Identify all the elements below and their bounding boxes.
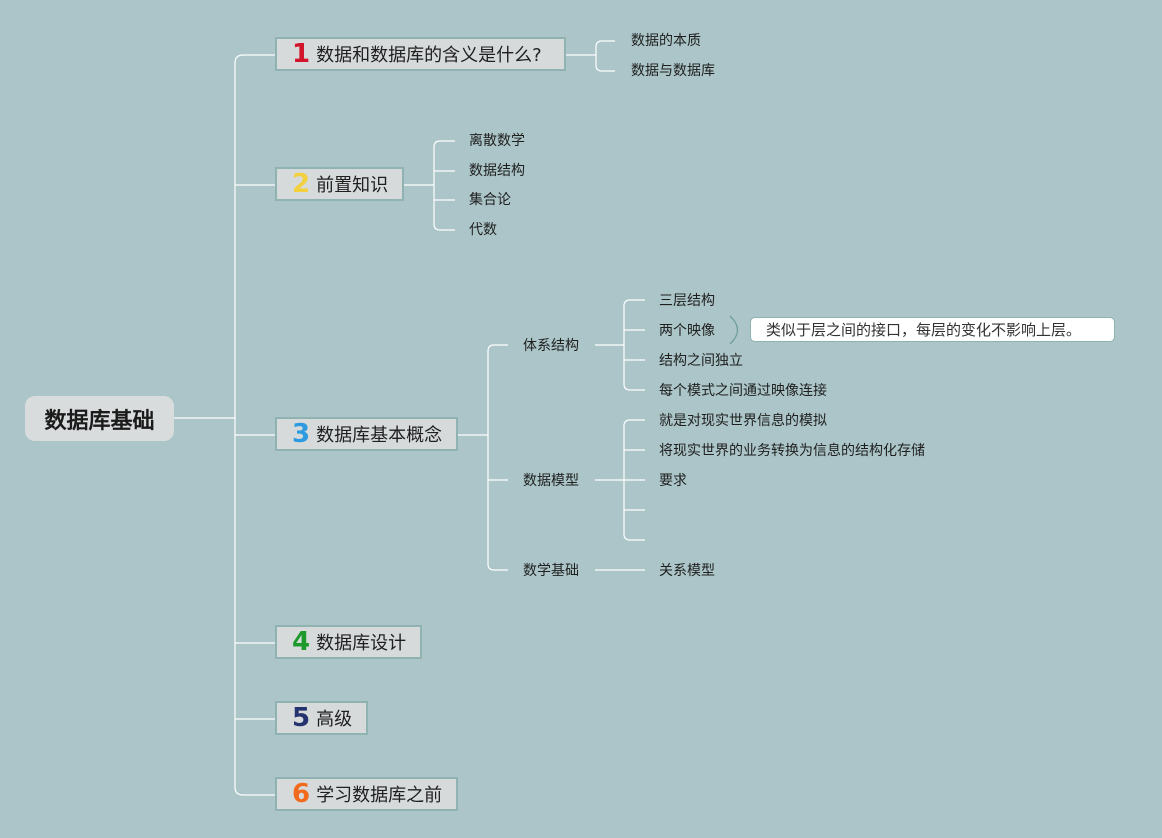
topic-3[interactable]: 3 数据库基本概念 <box>275 417 458 451</box>
architecture-child-2[interactable]: 两个映像 <box>659 323 715 339</box>
mapping-note[interactable]: 类似于层之间的接口，每层的变化不影响上层。 <box>750 317 1115 342</box>
architecture-child-1[interactable]: 三层结构 <box>659 293 715 309</box>
number-2-icon: 2 <box>292 169 311 199</box>
root-topic[interactable]: 数据库基础 <box>25 396 174 441</box>
number-4-icon: 4 <box>292 627 311 657</box>
topic-2-child-2[interactable]: 数据结构 <box>469 163 525 179</box>
subtopic-architecture[interactable]: 体系结构 <box>523 338 579 354</box>
topic-2-child-4[interactable]: 代数 <box>469 222 497 238</box>
architecture-child-4[interactable]: 每个模式之间通过映像连接 <box>659 383 827 399</box>
topic-3-label: 数据库基本概念 <box>316 425 443 446</box>
number-6-icon: 6 <box>292 779 311 809</box>
data-model-child-2[interactable]: 将现实世界的业务转换为信息的结构化存储 <box>659 443 925 459</box>
topic-6-label: 学习数据库之前 <box>316 785 443 806</box>
topic-6[interactable]: 6 学习数据库之前 <box>275 777 458 811</box>
number-3-icon: 3 <box>292 419 311 449</box>
data-model-child-3[interactable]: 要求 <box>659 473 687 489</box>
topic-4[interactable]: 4 数据库设计 <box>275 625 422 659</box>
topic-2-label: 前置知识 <box>316 175 389 196</box>
topic-1[interactable]: 1 数据和数据库的含义是什么? <box>275 37 566 71</box>
subtopic-data-model[interactable]: 数据模型 <box>523 473 579 489</box>
subtopic-math-basis[interactable]: 数学基础 <box>523 563 579 579</box>
number-1-icon: 1 <box>292 39 311 69</box>
topic-2-child-3[interactable]: 集合论 <box>469 192 511 208</box>
topic-1-label: 数据和数据库的含义是什么? <box>316 45 542 66</box>
topic-1-child-2[interactable]: 数据与数据库 <box>631 63 715 79</box>
data-model-child-1[interactable]: 就是对现实世界信息的模拟 <box>659 413 827 429</box>
topic-4-label: 数据库设计 <box>316 633 407 654</box>
topic-1-child-1[interactable]: 数据的本质 <box>631 33 701 49</box>
topic-5[interactable]: 5 高级 <box>275 701 368 735</box>
topic-2-child-1[interactable]: 离散数学 <box>469 133 525 149</box>
topic-2[interactable]: 2 前置知识 <box>275 167 404 201</box>
architecture-child-3[interactable]: 结构之间独立 <box>659 353 743 369</box>
math-basis-child-1[interactable]: 关系模型 <box>659 563 715 579</box>
number-5-icon: 5 <box>292 703 311 733</box>
topic-5-label: 高级 <box>316 709 353 730</box>
